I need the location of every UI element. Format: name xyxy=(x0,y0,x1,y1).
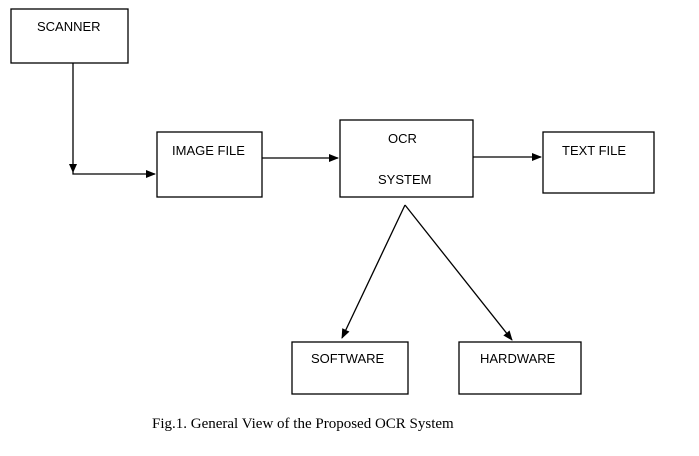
node-software-label: SOFTWARE xyxy=(311,351,385,366)
arrow-scanner-down-head-icon xyxy=(69,164,77,173)
arrow-ocr-to-software xyxy=(341,204,406,339)
arrow-ocr-to-hardware xyxy=(404,204,513,341)
node-scanner: SCANNER xyxy=(10,8,129,64)
node-text-file: TEXT FILE xyxy=(542,131,655,194)
node-hardware: HARDWARE xyxy=(458,341,582,395)
node-scanner-label: SCANNER xyxy=(37,19,101,34)
node-ocr-system-label-line2: SYSTEM xyxy=(378,172,431,187)
node-ocr-system-label-line1: OCR xyxy=(388,131,417,146)
node-ocr-system: OCR SYSTEM xyxy=(339,119,474,198)
node-image-file: IMAGE FILE xyxy=(156,131,263,198)
node-image-file-label: IMAGE FILE xyxy=(172,143,245,158)
arrow-scanner-to-image-file xyxy=(72,63,156,178)
node-hardware-label: HARDWARE xyxy=(480,351,556,366)
figure-caption: Fig.1. General View of the Proposed OCR … xyxy=(152,416,454,432)
node-text-file-label: TEXT FILE xyxy=(562,143,626,158)
node-software: SOFTWARE xyxy=(291,341,409,395)
